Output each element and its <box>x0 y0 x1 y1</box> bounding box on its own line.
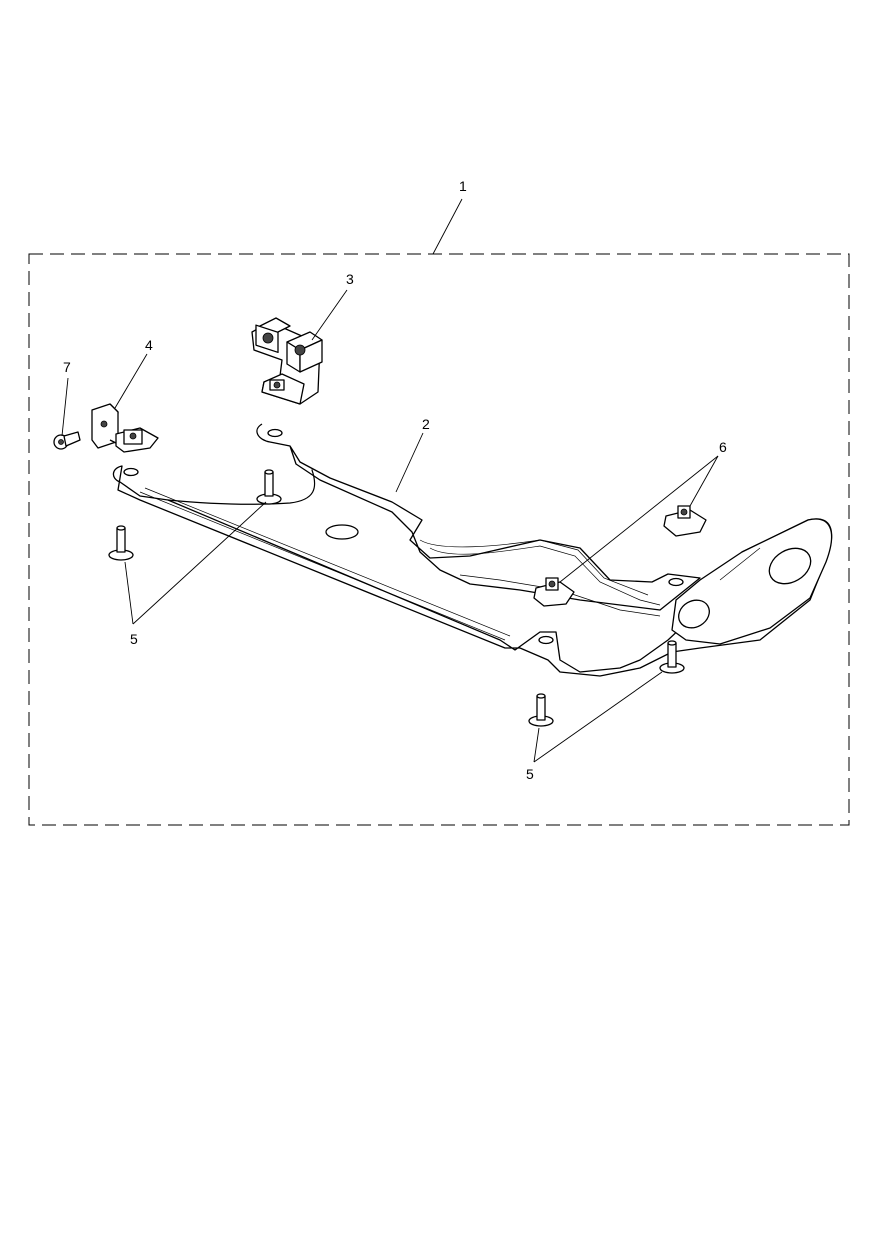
bracket-with-nuts <box>251 317 323 405</box>
callout-3: 3 <box>346 271 354 287</box>
bolt-part-5-d <box>659 640 685 674</box>
callout-1: 1 <box>459 178 467 194</box>
kit-boundary-frame <box>28 253 850 826</box>
callout-5-left: 5 <box>130 631 138 647</box>
callout-4: 4 <box>145 337 153 353</box>
sump-guard-plate <box>112 423 833 677</box>
leader-lines <box>61 198 719 763</box>
callout-2: 2 <box>422 416 430 432</box>
clip-nut-part-6-a <box>663 505 707 537</box>
plate-with-clip-nut <box>91 403 159 453</box>
callout-6: 6 <box>719 439 727 455</box>
bolt-part-5-c <box>528 693 554 727</box>
bolt-part-5-a <box>108 525 134 561</box>
bolt-part-5-b <box>256 469 282 505</box>
screw-part-7 <box>53 431 81 450</box>
callout-7: 7 <box>63 359 71 375</box>
callout-5-right: 5 <box>526 766 534 782</box>
plate-center-hole <box>325 524 359 540</box>
